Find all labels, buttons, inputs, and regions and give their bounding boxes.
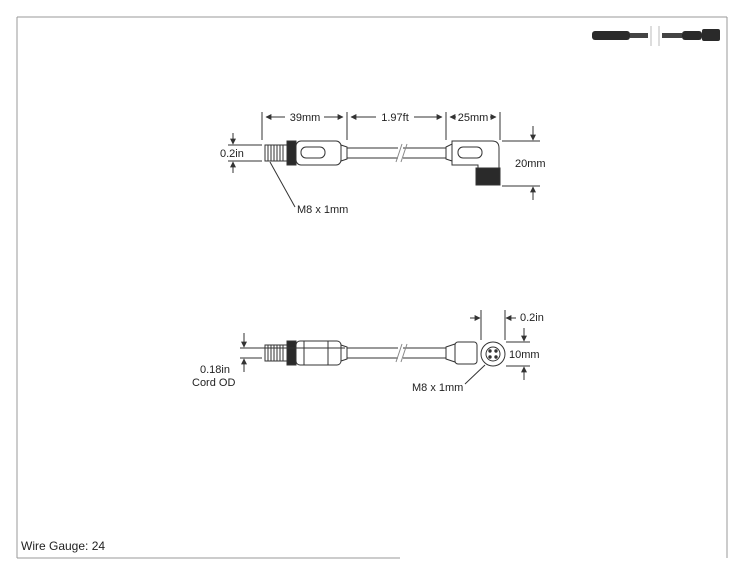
label-cord-od: Cord OD — [192, 377, 235, 389]
dim-face-width — [470, 310, 516, 340]
label-thread-top: M8 x 1mm — [297, 204, 348, 216]
label-1-97ft: 1.97ft — [381, 112, 409, 124]
label-10mm: 10mm — [509, 349, 540, 361]
thread-leader-top — [269, 161, 296, 208]
sheet-frame — [16, 16, 728, 559]
male-connector-top — [264, 140, 348, 166]
label-0-18in: 0.18in — [200, 364, 230, 376]
label-39mm: 39mm — [290, 112, 321, 124]
label-0-2in-top: 0.2in — [220, 148, 244, 160]
wire-gauge-label: Wire Gauge: 24 — [21, 539, 105, 553]
cable-top — [347, 143, 446, 163]
label-25mm: 25mm — [458, 112, 489, 124]
dim-cable-length — [350, 112, 447, 140]
dim-male-length — [261, 112, 348, 140]
top-view — [228, 112, 540, 208]
bottom-view — [240, 310, 530, 385]
dim-cord-od — [240, 333, 345, 372]
female-connector-bottom — [445, 341, 506, 367]
dim-female-length — [449, 112, 501, 140]
dim-right-angle-height — [502, 126, 540, 200]
male-connector-bottom — [264, 340, 348, 366]
cable-thumbnail — [592, 26, 720, 46]
label-0-2in-bottom: 0.2in — [520, 312, 544, 324]
bottom-view-labels: 0.18in Cord OD 0.2in 10mm M8 x 1mm — [192, 312, 544, 394]
top-view-labels: 39mm 1.97ft 25mm 0.2in 20mm M8 x 1mm — [220, 112, 546, 216]
female-connector-top — [445, 140, 501, 186]
thread-leader-bottom — [464, 364, 486, 385]
label-thread-bottom: M8 x 1mm — [412, 382, 463, 394]
label-20mm: 20mm — [515, 158, 546, 170]
dim-male-diameter — [228, 133, 262, 173]
dim-face-height — [506, 328, 530, 380]
cable-bottom — [347, 343, 446, 363]
